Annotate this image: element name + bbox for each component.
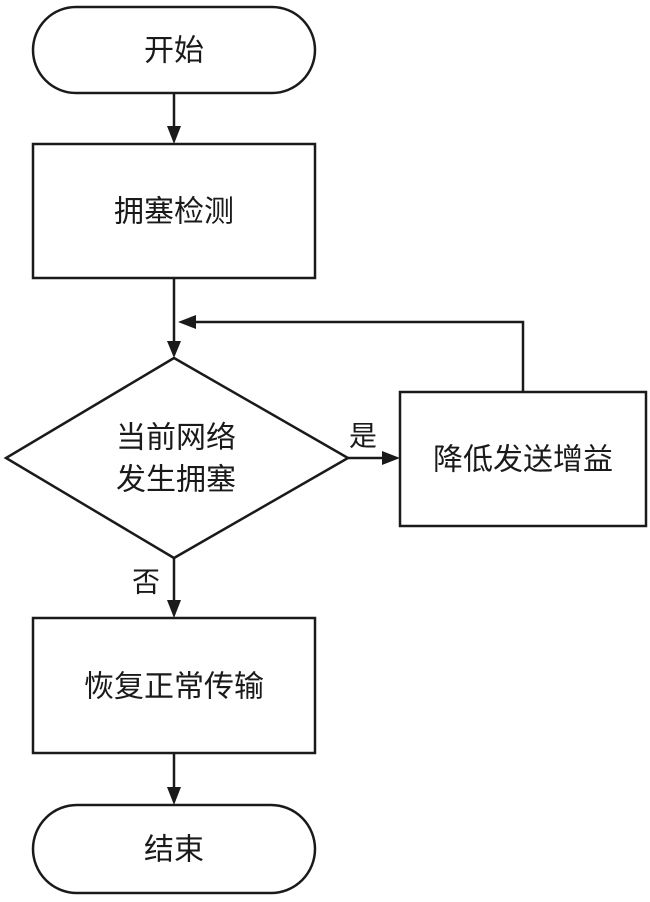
resume-transmission-box — [31, 616, 317, 755]
edge-feedback-loop — [192, 320, 525, 392]
yes-label: 是 — [349, 420, 377, 453]
congestion-detect-box — [31, 142, 317, 280]
end-terminator — [31, 803, 317, 895]
decision-label-line2: 发生拥塞 — [116, 463, 236, 498]
end-label: 结束 — [144, 833, 204, 868]
reduce-gain-box — [398, 390, 648, 528]
no-label: 否 — [132, 566, 160, 599]
arrowhead-feedback-loop — [178, 315, 196, 329]
congestion-detect-label: 拥塞检测 — [114, 195, 234, 230]
decision-label-line1: 当前网络 — [116, 421, 236, 456]
arrowhead-resume-to-end — [167, 787, 181, 805]
resume-transmission-label: 恢复正常传输 — [84, 670, 264, 705]
arrowhead-detect-to-decision — [167, 341, 181, 358]
arrowhead-no-to-resume — [167, 600, 181, 618]
decision-diamond — [3, 356, 351, 560]
arrowhead-start-to-detect — [167, 126, 181, 144]
arrowhead-yes-to-reduce — [382, 451, 400, 465]
start-label: 开始 — [144, 34, 204, 69]
reduce-gain-label: 降低发送增益 — [433, 443, 613, 478]
